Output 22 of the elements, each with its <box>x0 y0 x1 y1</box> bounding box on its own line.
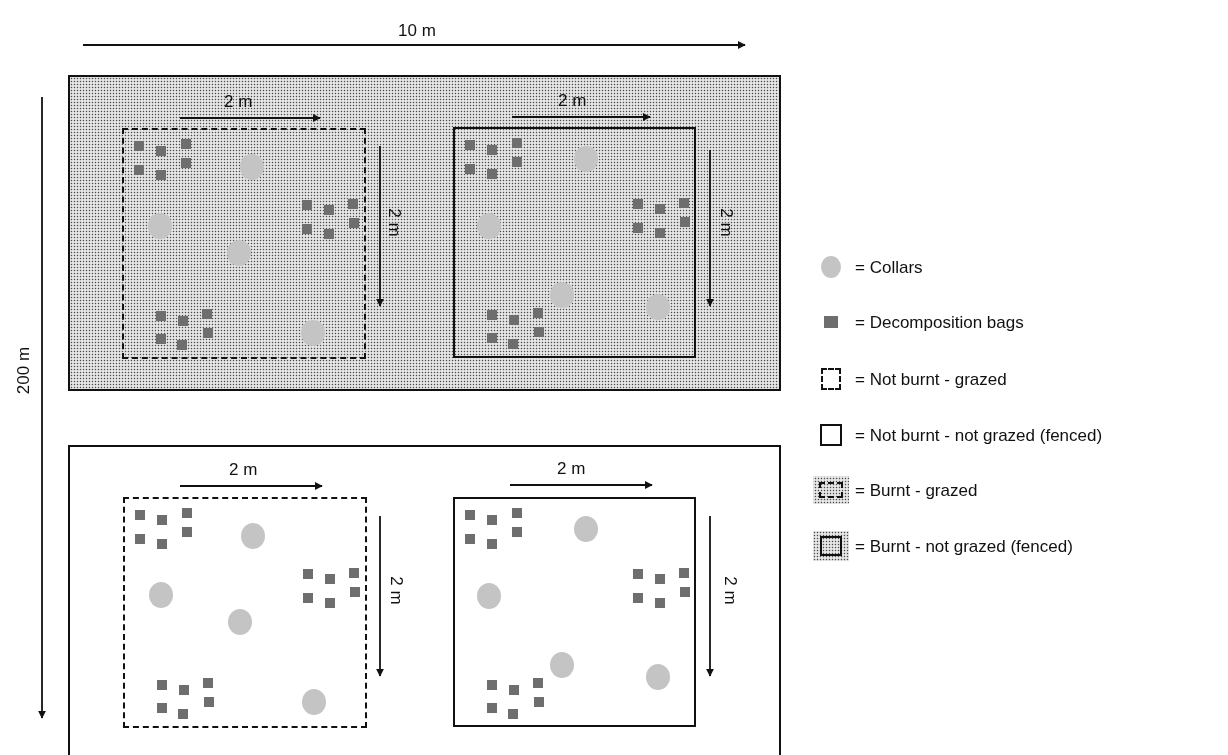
dimension-label: 2 m <box>385 207 403 237</box>
solid-subplot <box>453 127 696 358</box>
dashed-subplot <box>123 497 367 728</box>
plot-outline <box>68 445 781 755</box>
dimension-label: 2 m <box>717 207 735 237</box>
legend-text: = Not burnt - grazed <box>855 370 1007 388</box>
dimension-label: 2 m <box>224 92 253 110</box>
dimension-label: 10 m <box>398 21 436 39</box>
legend-text: = Burnt - not grazed (fenced) <box>855 537 1073 555</box>
dimension-label: 2 m <box>557 459 586 477</box>
solid-subplot <box>453 497 696 727</box>
stippled-plot <box>68 75 781 391</box>
dashed-subplot <box>122 128 366 359</box>
dimension-label: 2 m <box>721 575 739 605</box>
dimension-label: 200 m <box>14 346 32 394</box>
legend-text: = Burnt - grazed <box>855 481 978 499</box>
legend-text: = Not burnt - not grazed (fenced) <box>855 426 1103 444</box>
legend-text: = Collars <box>855 258 923 276</box>
legend-text: = Decomposition bags <box>855 313 1024 331</box>
dimension-label: 2 m <box>229 460 258 478</box>
dimension-label: 2 m <box>387 575 405 605</box>
dimension-label: 2 m <box>558 91 587 109</box>
